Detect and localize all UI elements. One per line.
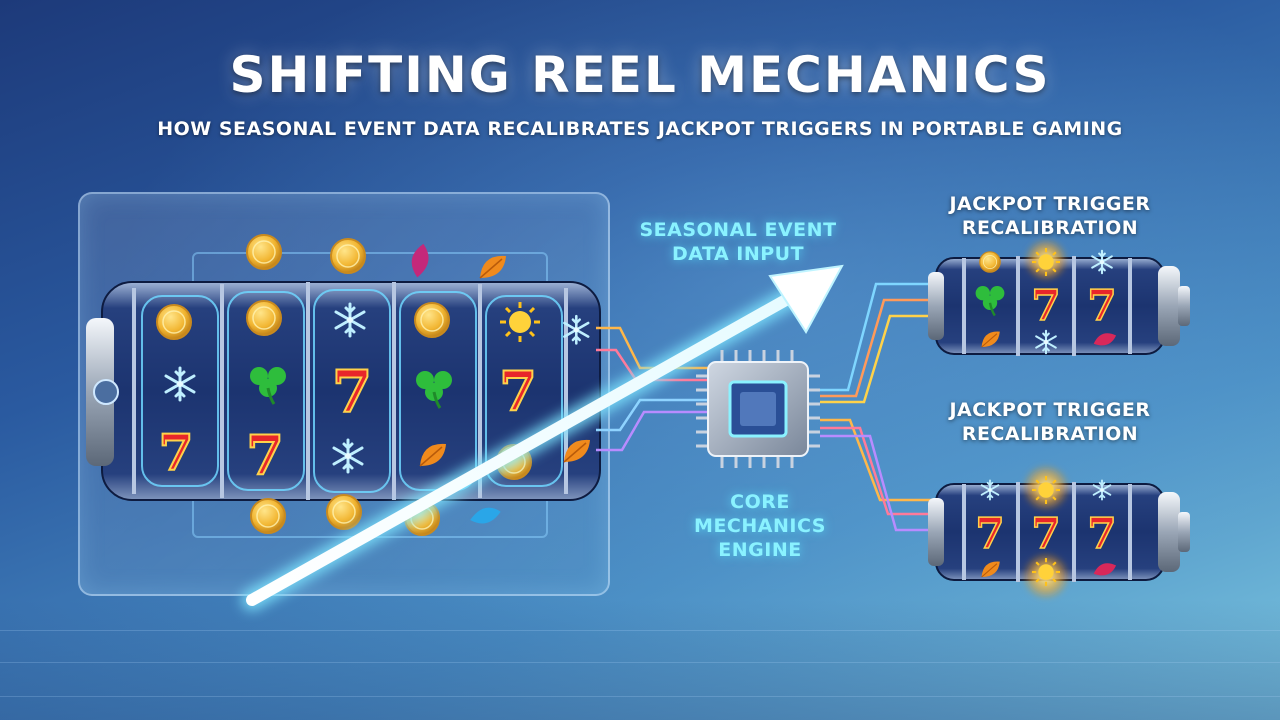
label-seasonal-input: SEASONAL EVENT DATA INPUT (639, 219, 837, 265)
seven-icon: 7 (498, 358, 538, 424)
page-title: SHIFTING REEL MECHANICS (229, 46, 1051, 104)
label-core-engine: CORE MECHANICS ENGINE (694, 491, 826, 561)
label-output-bottom: JACKPOT TRIGGER RECALIBRATION (949, 399, 1151, 445)
floor-grid (0, 600, 1280, 720)
coin-icon (979, 251, 1001, 273)
page-subtitle: HOW SEASONAL EVENT DATA RECALIBRATES JAC… (157, 118, 1123, 140)
svg-text:7: 7 (1087, 509, 1116, 558)
floating-coin-icon (250, 498, 286, 534)
seven-icon: 7 (1087, 280, 1118, 331)
svg-text:7: 7 (975, 509, 1004, 558)
coin-icon (414, 302, 450, 338)
output-reel-top: 7 7 (928, 238, 1190, 356)
svg-text:7: 7 (499, 359, 537, 423)
seven-icon: 7 (158, 422, 195, 483)
svg-text:7: 7 (1031, 281, 1060, 330)
sun-icon (498, 300, 542, 344)
chip-icon (696, 350, 820, 468)
coin-icon (156, 304, 192, 340)
seven-icon: 7 (331, 357, 373, 427)
floating-leaf-icon (470, 507, 501, 524)
output-connectors (820, 282, 934, 532)
floating-leaf-icon (479, 255, 507, 279)
floating-coin-icon (246, 234, 282, 270)
output-reel-bottom: 7 7 7 (928, 464, 1190, 600)
floating-coin-icon (330, 238, 366, 274)
svg-text:7: 7 (1087, 281, 1116, 330)
arrow-icon (241, 264, 844, 611)
svg-text:7: 7 (1031, 509, 1060, 558)
seven-icon: 7 (245, 422, 285, 488)
svg-text:7: 7 (332, 358, 372, 426)
svg-text:7: 7 (246, 423, 284, 487)
seven-icon: 7 (1031, 508, 1062, 559)
leaf-icon (1093, 563, 1117, 576)
floating-leaf-icon (411, 243, 429, 278)
floating-coin-icon (326, 494, 362, 530)
seven-icon: 7 (975, 508, 1006, 559)
label-output-top: JACKPOT TRIGGER RECALIBRATION (949, 193, 1151, 239)
leaf-icon (1093, 333, 1117, 346)
seven-icon: 7 (1087, 508, 1118, 559)
main-slot-reel: 7 7 7 7 (86, 281, 601, 501)
seven-icon: 7 (1031, 280, 1062, 331)
coin-icon (246, 300, 282, 336)
svg-text:7: 7 (159, 423, 194, 482)
